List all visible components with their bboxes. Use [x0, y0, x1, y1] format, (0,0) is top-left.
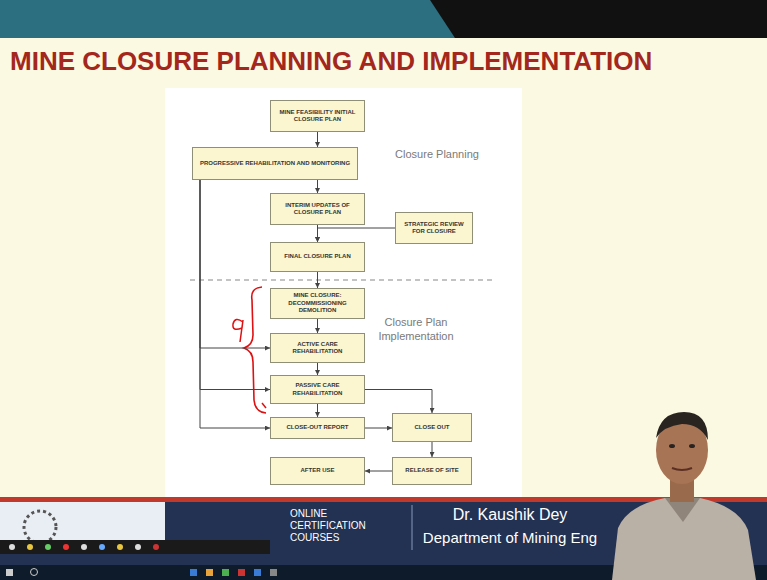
process-box: CLOSE OUT: [392, 413, 472, 442]
footer-text: Department of Mining Eng: [418, 529, 602, 546]
process-box: MINE FEASIBILITY INITIAL CLOSURE PLAN: [270, 100, 365, 132]
phase-label: Closure Planning: [392, 148, 482, 162]
box-text: MINE FEASIBILITY INITIAL CLOSURE PLAN: [275, 109, 360, 124]
logo-gear: [24, 511, 56, 543]
flow-arrow: [318, 228, 396, 242]
box-text: MINE CLOSURE: DECOMMISSIONING DEMOLITION: [275, 292, 360, 315]
box-text: PASSIVE CARE REHABILITATION: [275, 382, 360, 397]
process-box: RELEASE OF SITE: [392, 457, 472, 485]
box-text: FINAL CLOSURE PLAN: [284, 253, 351, 261]
taskbar-icons: [6, 569, 277, 577]
box-text: PROGRESSIVE REHABILITATION AND MONITORIN…: [200, 160, 350, 168]
flow-arrow: [200, 180, 270, 348]
footer-text: Dr. Kaushik Dey: [420, 506, 600, 524]
phase-label: Closure Plan Implementation: [360, 316, 472, 344]
box-text: ACTIVE CARE REHABILITATION: [275, 341, 360, 356]
box-text: CLOSE OUT: [414, 424, 449, 432]
process-box: AFTER USE: [270, 457, 365, 485]
flow-arrow: [317, 319, 318, 333]
footer-divider: [412, 505, 413, 550]
flow-arrow: [365, 471, 392, 472]
flow-arrow: [317, 363, 318, 375]
flow-arrow: [317, 180, 318, 193]
box-text: INTERIM UPDATES OF CLOSURE PLAN: [275, 202, 360, 217]
diagram-panel: [165, 88, 522, 500]
flow-arrow: [365, 390, 432, 414]
presenter-figure: [612, 412, 756, 580]
top-bar-dark: [430, 0, 767, 38]
box-text: STRATEGIC REVIEW FOR CLOSURE: [400, 221, 468, 236]
footer-text: ONLINE CERTIFICATION COURSES: [290, 508, 405, 544]
flow-arrow: [317, 132, 318, 147]
process-box: MINE CLOSURE: DECOMMISSIONING DEMOLITION: [270, 288, 365, 319]
process-box: STRATEGIC REVIEW FOR CLOSURE: [395, 212, 473, 244]
flow-arrow: [432, 442, 433, 457]
slide-title: MINE CLOSURE PLANNING AND IMPLEMENTATION: [10, 46, 760, 77]
process-box: ACTIVE CARE REHABILITATION: [270, 333, 365, 363]
handwritten-tick: [262, 403, 266, 408]
toolbar-icons: [9, 544, 159, 550]
box-text: CLOSE-OUT REPORT: [286, 424, 348, 432]
process-box: FINAL CLOSURE PLAN: [270, 242, 365, 272]
box-text: RELEASE OF SITE: [405, 467, 458, 475]
process-box: INTERIM UPDATES OF CLOSURE PLAN: [270, 193, 365, 225]
flow-arrow: [365, 428, 392, 429]
flow-arrow: [317, 272, 318, 288]
process-box: PASSIVE CARE REHABILITATION: [270, 375, 365, 404]
process-box: CLOSE-OUT REPORT: [270, 417, 365, 439]
box-text: AFTER USE: [300, 467, 334, 475]
flow-arrow: [200, 180, 270, 390]
dashed-divider: [190, 279, 492, 280]
top-bar: [0, 0, 767, 38]
pen-toolbar: [0, 540, 270, 554]
flow-arrow: [317, 404, 318, 417]
red-bracket: [244, 287, 266, 413]
process-box: PROGRESSIVE REHABILITATION AND MONITORIN…: [192, 147, 358, 180]
flow-arrow: [200, 180, 270, 428]
handwritten-mark: [233, 319, 243, 342]
